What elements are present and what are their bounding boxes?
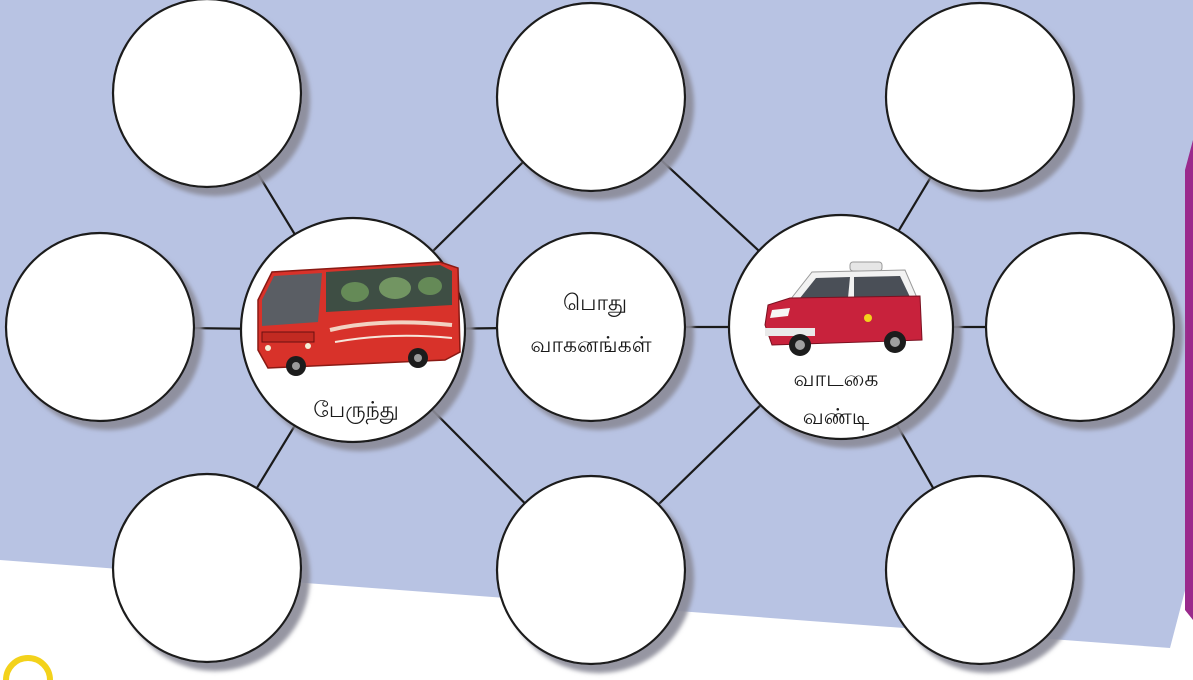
taxi-label-line1: வாடகை bbox=[794, 367, 879, 392]
blank-nodes bbox=[4, 0, 1176, 666]
blank-node-left bbox=[4, 231, 196, 423]
center-node: பொது வாகனங்கள் bbox=[495, 231, 687, 423]
bus-label: பேருந்து bbox=[313, 398, 399, 424]
center-label-line2: வாகனங்கள் bbox=[530, 333, 651, 358]
center-label-line1: பொது bbox=[563, 291, 627, 317]
side-tab bbox=[1185, 140, 1193, 620]
marker-icon bbox=[3, 655, 53, 680]
blank-node-bottom-right bbox=[884, 474, 1076, 666]
blank-node-top-center bbox=[495, 1, 687, 193]
taxi-label-line2: வண்டி bbox=[803, 405, 870, 430]
blank-node-bottom-left bbox=[111, 472, 303, 664]
bus-image bbox=[257, 261, 461, 376]
blank-node-bottom-center bbox=[495, 474, 687, 666]
blank-node-top-right bbox=[884, 1, 1076, 193]
taxi-image bbox=[764, 261, 923, 356]
taxi-node: வாடகை வண்டி bbox=[727, 213, 955, 441]
bus-node: பேருந்து bbox=[239, 216, 467, 444]
blank-node-right bbox=[984, 231, 1176, 423]
blank-node-top-left bbox=[111, 0, 303, 189]
